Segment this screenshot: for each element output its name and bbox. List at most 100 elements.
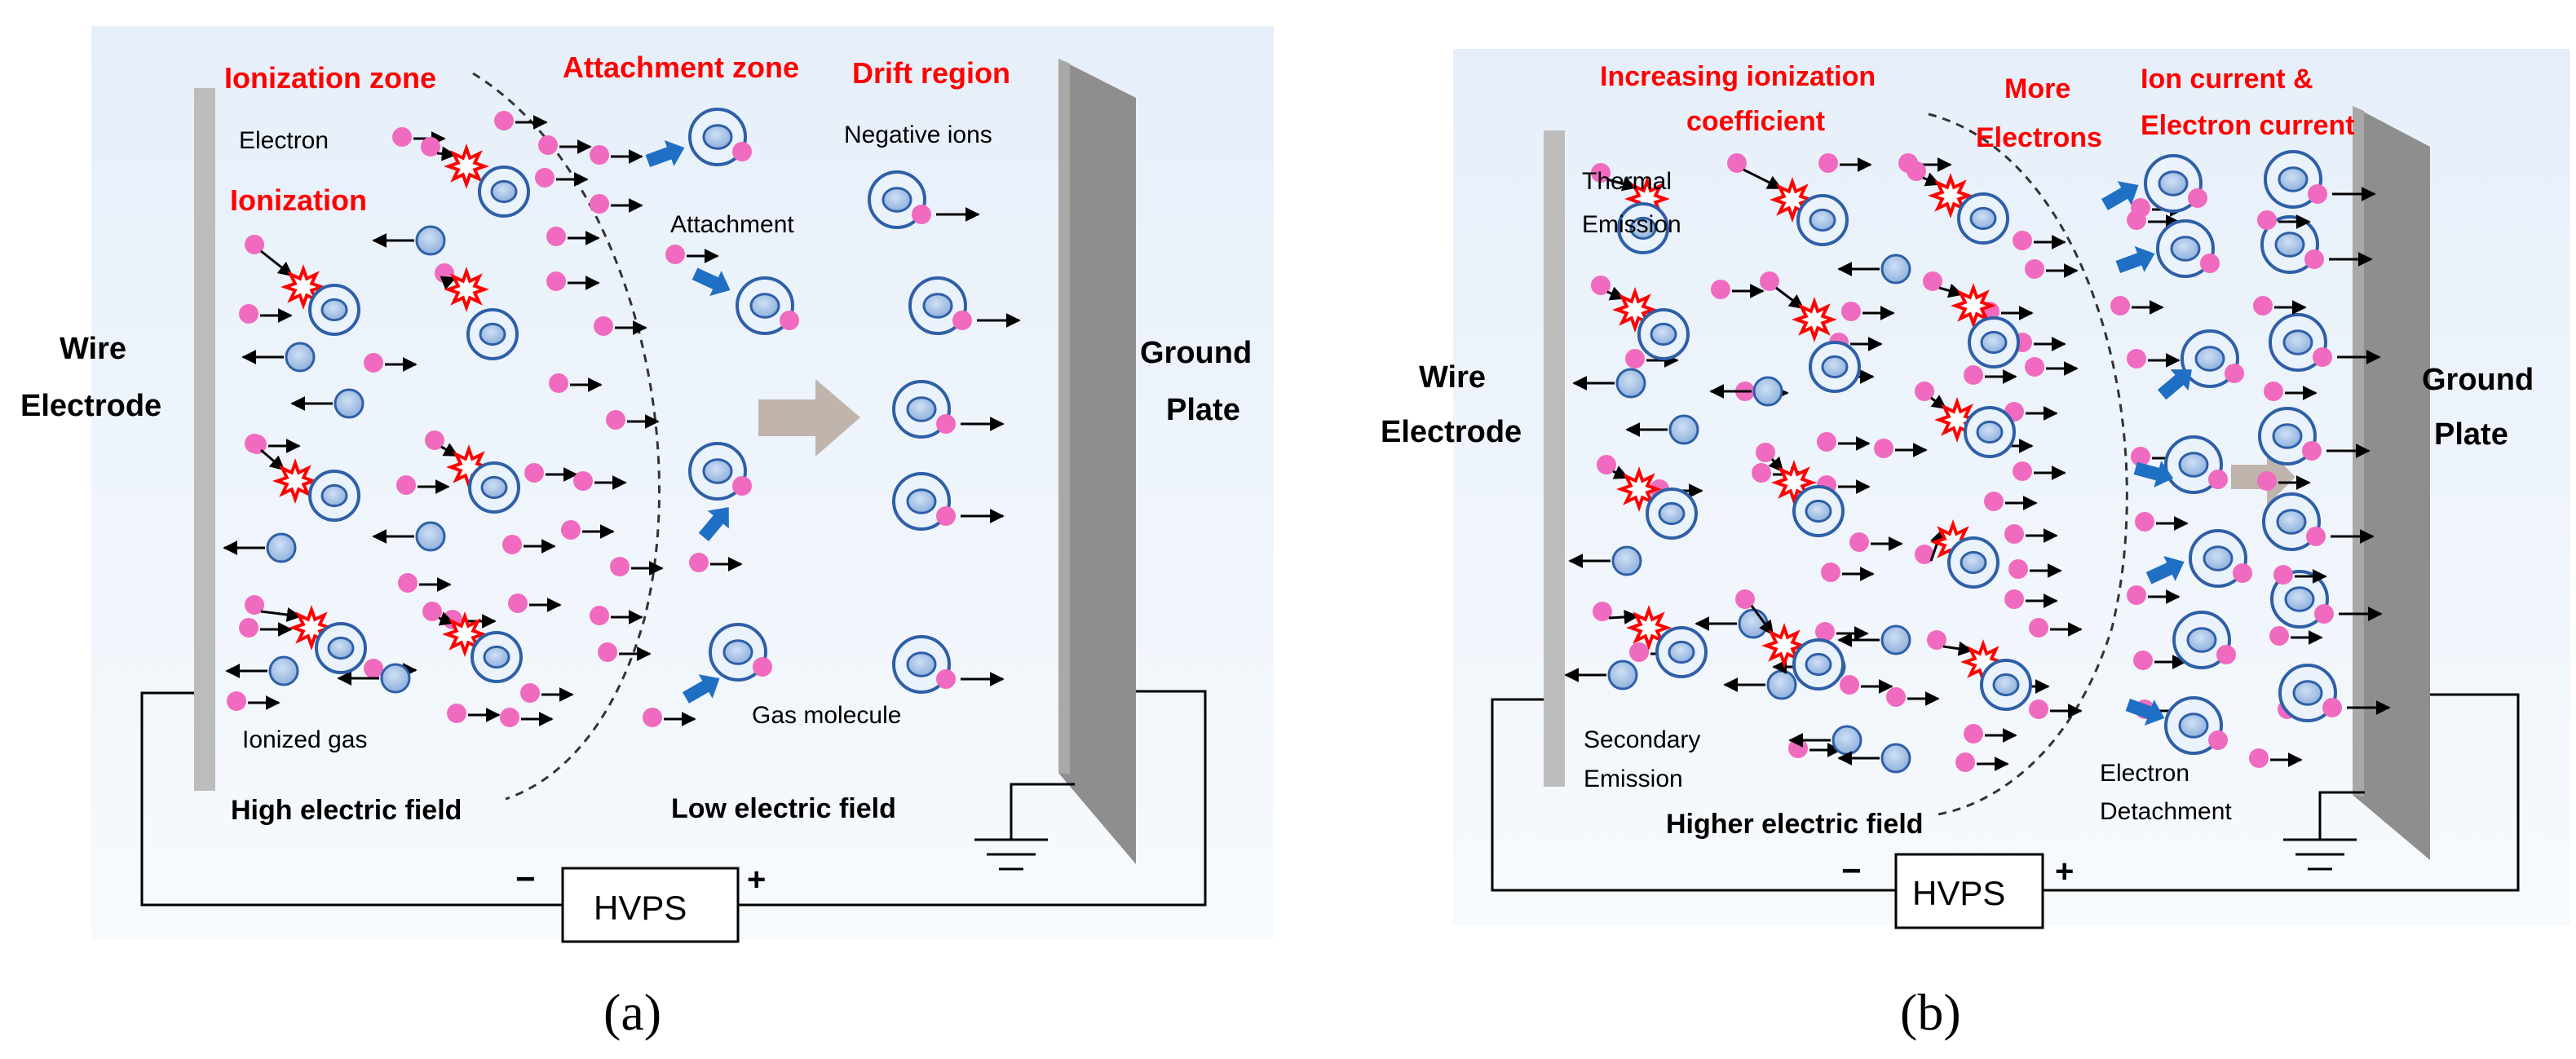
attached-electron — [2208, 470, 2228, 489]
positive-ion — [334, 388, 365, 419]
attachment-arrow — [698, 507, 729, 541]
gas-molecule-core — [2278, 166, 2309, 192]
motion-arrow — [260, 607, 302, 622]
positive-ion — [415, 225, 446, 256]
motion-arrow — [1608, 609, 1639, 624]
attached-electron — [2225, 364, 2244, 383]
positive-ion — [380, 663, 411, 694]
attachment-arrow — [2125, 698, 2165, 726]
positive-ion — [415, 521, 446, 552]
electron — [2264, 382, 2283, 401]
electron — [1927, 630, 1946, 650]
gas-molecule-core — [1969, 206, 1997, 231]
electron — [546, 271, 566, 291]
attached-electron — [2233, 563, 2252, 583]
hvps-box — [561, 867, 740, 943]
motion-arrow — [260, 249, 294, 277]
electron — [561, 520, 581, 540]
panel-a — [140, 59, 1207, 943]
attached-electron — [2322, 698, 2342, 717]
electron — [2269, 626, 2289, 646]
gas-molecule-core — [2272, 423, 2303, 449]
electron — [2029, 618, 2048, 638]
circuit-wire-left — [1491, 698, 1896, 892]
electron — [538, 135, 558, 155]
gas-molecule-core — [1821, 355, 1849, 379]
attachment-arrow-shape — [2115, 245, 2155, 274]
electron — [2127, 349, 2146, 368]
secondary-emission-label-line1: Secondary — [1584, 726, 1700, 753]
attached-electron — [952, 311, 972, 330]
electron — [1727, 153, 1747, 173]
attached-electron — [2302, 441, 2322, 461]
gas-molecule-core — [1629, 216, 1657, 240]
gas-molecule-core — [2194, 346, 2225, 372]
electron — [2013, 461, 2032, 481]
positive-ion — [1615, 368, 1646, 399]
gas-molecule-core — [1805, 499, 1832, 523]
gas-molecule-core — [922, 293, 953, 319]
gas-molecule-core — [2276, 509, 2307, 535]
electron — [245, 434, 264, 453]
attached-electron — [912, 205, 931, 224]
electron — [2127, 585, 2146, 605]
attached-electron — [2306, 527, 2326, 546]
ionization-spark — [444, 267, 489, 312]
gas-molecule-core — [483, 645, 510, 669]
electron — [1984, 492, 2004, 511]
electron — [2004, 524, 2024, 544]
electron — [1815, 622, 1835, 642]
attachment-arrow-shape — [698, 507, 729, 541]
electron — [1841, 302, 1861, 321]
electron — [524, 463, 544, 483]
gas-molecule-core — [906, 651, 937, 677]
gas-molecule-core — [906, 396, 937, 422]
electron — [2133, 651, 2153, 670]
electron — [1821, 563, 1840, 582]
attached-electron — [2313, 347, 2332, 367]
electron — [590, 194, 609, 214]
ionization-spark — [1951, 283, 1996, 329]
attached-electron — [936, 506, 956, 526]
electron — [1788, 739, 1808, 758]
motion-arrow — [1606, 176, 1637, 192]
gas-molecule-core — [1960, 550, 1987, 575]
positive-ion — [1738, 608, 1769, 639]
gas-molecule-core — [749, 293, 780, 319]
electron — [1818, 153, 1838, 173]
circuit-wire-left — [140, 691, 563, 907]
gas-molecule-core — [2203, 545, 2234, 571]
ground-plate-label-line2: Plate — [1166, 393, 1240, 427]
thermal-emission-label-line1: Thermal — [1582, 168, 1672, 195]
ionization-spark — [1626, 605, 1672, 651]
ionization-boundary — [1928, 113, 2128, 817]
electron — [546, 227, 566, 246]
ground-plate-edge — [1058, 59, 1070, 774]
electron — [2257, 210, 2277, 230]
electron — [1840, 675, 1859, 695]
gas-molecule-core — [2170, 236, 2201, 262]
high-field-label: High electric field — [231, 795, 462, 826]
attached-electron — [2314, 604, 2334, 624]
electron — [1597, 455, 1616, 474]
attachment-arrow-shape — [691, 267, 731, 296]
attachment-arrow-shape — [2101, 181, 2139, 210]
gas-molecule-core — [881, 187, 912, 213]
electron — [1593, 602, 1612, 621]
gas-molecule-core — [702, 458, 733, 484]
electron — [364, 353, 383, 373]
gas-molecule-core — [2292, 680, 2323, 706]
gas-molecule-core — [320, 298, 348, 322]
wire-electrode — [1544, 130, 1565, 787]
ground-plate — [1058, 59, 1136, 864]
positive-ion — [1607, 660, 1638, 691]
electron — [2249, 748, 2269, 768]
positive-ion — [1880, 254, 1911, 285]
motion-arrow — [1942, 641, 1973, 656]
higher-field-label: Higher electric field — [1666, 809, 1924, 840]
electron — [1591, 276, 1611, 295]
hvps-label: HVPS — [594, 889, 687, 927]
attachment-label: Attachment — [670, 211, 794, 238]
gas-molecule-core — [1805, 652, 1832, 677]
electron — [396, 475, 416, 495]
